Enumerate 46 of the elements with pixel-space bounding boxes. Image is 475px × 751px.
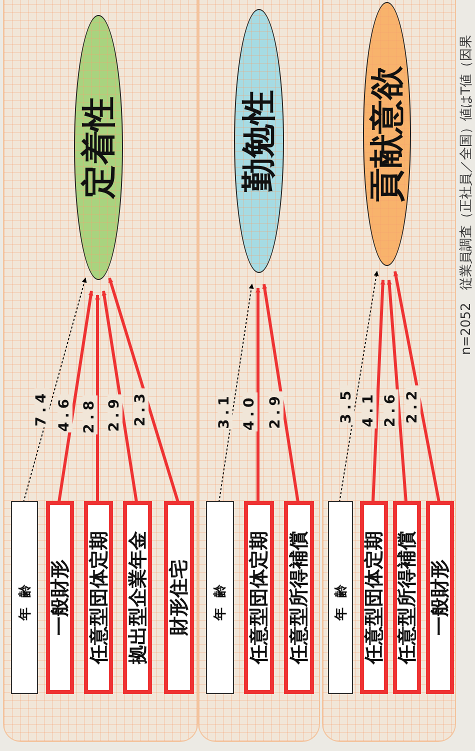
edge-label: 2.6 [383,389,398,428]
arrow [386,279,408,502]
edge-label: 4.1 [362,389,377,428]
panel-background [3,0,198,742]
arrow [256,288,260,502]
arrow [262,284,300,502]
factor-label: 定着性 [78,96,120,198]
edge-label: 2.2 [405,386,420,425]
factor-ellipse [234,9,284,273]
edge-label: 3.1 [217,391,232,430]
edge-label: 4.0 [242,392,258,432]
factor-ellipse [74,15,123,280]
factor-label: 勤勉性 [238,90,280,192]
factor-ellipse [363,2,411,266]
arrow [339,270,379,502]
edge-label: 2.3 [134,388,149,428]
edge-label: 2.9 [268,391,284,430]
panel-background [322,0,456,742]
arrow [23,278,87,502]
benefit-box: 一般財形 [46,501,74,694]
benefit-box: 任意型所得補償 [393,501,421,694]
benefit-box: 財形住宅 [164,501,194,694]
arrow [218,284,254,502]
benefit-box: 任意型団体定期 [360,501,388,694]
arrow [393,270,440,502]
caption: n=2052 従業員調査（正社員／全国）値はT値（因果 [458,34,475,355]
edge-label: 3.5 [340,386,355,425]
panel-background [198,0,320,742]
arrow [108,278,180,502]
edge-label: 4.6 [57,394,72,433]
benefit-box: 任意型所得補償 [284,501,314,694]
benefit-box: 一般財形 [426,501,454,694]
arrow [95,294,100,502]
age-box: 年齢 [206,501,234,694]
age-box: 年齢 [11,501,38,694]
edge-label: 2.9 [107,394,122,433]
benefit-box: 任意型団体定期 [84,501,113,694]
arrow [102,290,138,502]
factor-label: 貢献意欲 [366,66,408,202]
benefit-box: 任意型団体定期 [244,501,274,694]
arrow [372,279,386,502]
edge-label: 7.4 [34,388,50,428]
arrow [58,290,94,502]
edge-label: 2.8 [82,396,97,434]
age-box: 年齢 [328,501,353,694]
benefit-box: 拠出型企業年金 [123,501,152,694]
